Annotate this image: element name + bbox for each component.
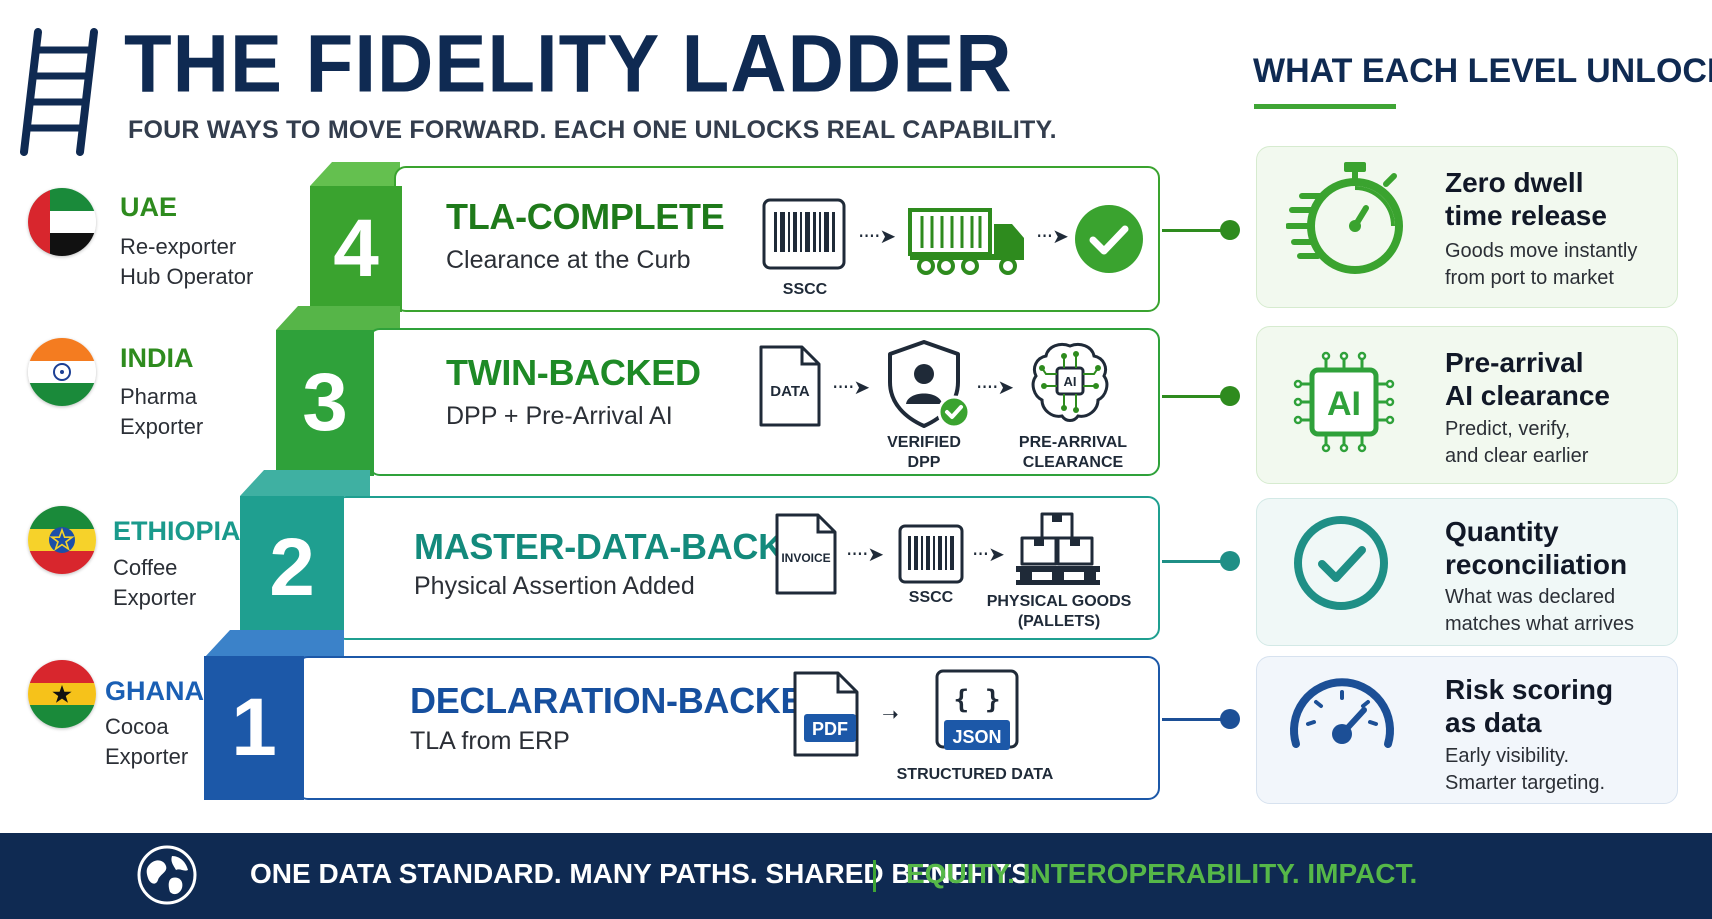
ai-chip-icon: AI <box>1293 351 1395 453</box>
flow-arrow: ···➤ <box>1036 224 1069 248</box>
level-2-title: MASTER-DATA-BACKED <box>414 526 834 567</box>
data-document-icon <box>759 345 821 427</box>
connector-line <box>1162 560 1228 563</box>
checkmark-icon <box>1075 205 1143 273</box>
footer-tagline: EQUITY. INTEROPERABILITY. IMPACT. <box>906 858 1418 889</box>
sscc-label: SSCC <box>908 589 954 606</box>
ghana-flag-icon <box>28 660 96 728</box>
invoice-icon <box>775 513 837 595</box>
step-top-1 <box>204 630 344 658</box>
globe-icon <box>137 845 197 905</box>
pdf-icon <box>793 671 859 757</box>
check-circle-icon <box>1294 516 1388 610</box>
benefits-heading: WHAT EACH LEVEL UNLOCKS <box>1253 52 1712 90</box>
structured-data-label: STRUCTURED DATA <box>896 766 1054 783</box>
barcode-icon <box>762 198 846 270</box>
flow-arrow: ➝ <box>882 702 899 726</box>
country-name-ethiopia: ETHIOPIA <box>113 516 241 546</box>
step-top-3 <box>276 306 400 330</box>
data-label: DATA <box>770 383 810 400</box>
svg-text:AI: AI <box>1064 374 1077 389</box>
flow-arrow: ····➤ <box>846 542 884 566</box>
level-1-number: 1 <box>204 656 304 800</box>
pallets-icon <box>1016 512 1100 585</box>
uae-flag-icon <box>28 188 96 256</box>
level-4-title: TLA-COMPLETE <box>446 196 725 237</box>
level-1-title: DECLARATION-BACKED <box>410 680 830 721</box>
benefit-card-zero-dwell <box>1256 146 1678 308</box>
benefit-description: Predict, verify,and clear earlier <box>1445 418 1589 467</box>
page-title: THE FIDELITY LADDER <box>124 16 1013 110</box>
invoice-label: INVOICE <box>781 551 831 565</box>
country-name-ghana: GHANA <box>105 676 204 706</box>
step-top-2 <box>240 470 370 496</box>
ladder-icon <box>20 28 98 156</box>
gauge-icon <box>1290 678 1394 748</box>
ai-brain-icon: AI <box>1031 342 1109 422</box>
footer-slogan: ONE DATA STANDARD. MANY PATHS. SHARED BE… <box>250 858 1038 889</box>
benefit-description: Early visibility.Smarter targeting. <box>1445 745 1606 794</box>
level-1-subtitle: TLA from ERP <box>410 727 570 755</box>
india-flag-icon <box>28 338 96 406</box>
level-3-subtitle: DPP + Pre-Arrival AI <box>446 402 673 430</box>
connector-line <box>1162 229 1228 232</box>
country-name-uae: UAE <box>120 192 178 222</box>
page-subtitle: FOUR WAYS TO MOVE FORWARD. EACH ONE UNLO… <box>128 116 1057 144</box>
connector-dot <box>1220 386 1240 406</box>
step-top-4 <box>310 162 400 186</box>
flow-arrow: ···➤ <box>972 542 1005 566</box>
shield-user-icon <box>888 340 971 429</box>
level-4-number: 4 <box>310 186 402 312</box>
flow-arrow: ····➤ <box>976 375 1014 399</box>
stopwatch-icon <box>1286 162 1403 274</box>
sscc-label: SSCC <box>782 281 828 298</box>
svg-text:AI: AI <box>1327 385 1361 423</box>
level-2-subtitle: Physical Assertion Added <box>414 572 695 600</box>
truck-icon <box>908 208 1024 275</box>
heading-underline <box>1254 104 1396 109</box>
level-3-number: 3 <box>276 330 374 476</box>
barcode-icon <box>898 524 964 584</box>
physical-goods-label: PHYSICAL GOODS(PALLETS) <box>986 593 1132 630</box>
level-2-number: 2 <box>240 496 344 640</box>
flow-arrow: ····➤ <box>858 224 896 248</box>
json-icon: { } <box>935 669 1019 750</box>
benefit-card-risk-scoring <box>1256 656 1678 804</box>
level-4-subtitle: Clearance at the Curb <box>446 246 691 274</box>
pdf-label: PDF <box>812 719 848 739</box>
footer-separator <box>873 860 876 892</box>
json-label: JSON <box>952 727 1002 747</box>
connector-dot <box>1220 551 1240 571</box>
flow-arrow: ····➤ <box>832 375 870 399</box>
connector-line <box>1162 718 1228 721</box>
ethiopia-flag-icon <box>28 506 96 574</box>
level-3-title: TWIN-BACKED <box>446 352 701 393</box>
svg-text:{ }: { } <box>954 685 1001 715</box>
country-name-india: INDIA <box>120 343 194 373</box>
connector-dot <box>1220 220 1240 240</box>
connector-dot <box>1220 709 1240 729</box>
footer-bar <box>0 833 1712 919</box>
connector-line <box>1162 395 1228 398</box>
